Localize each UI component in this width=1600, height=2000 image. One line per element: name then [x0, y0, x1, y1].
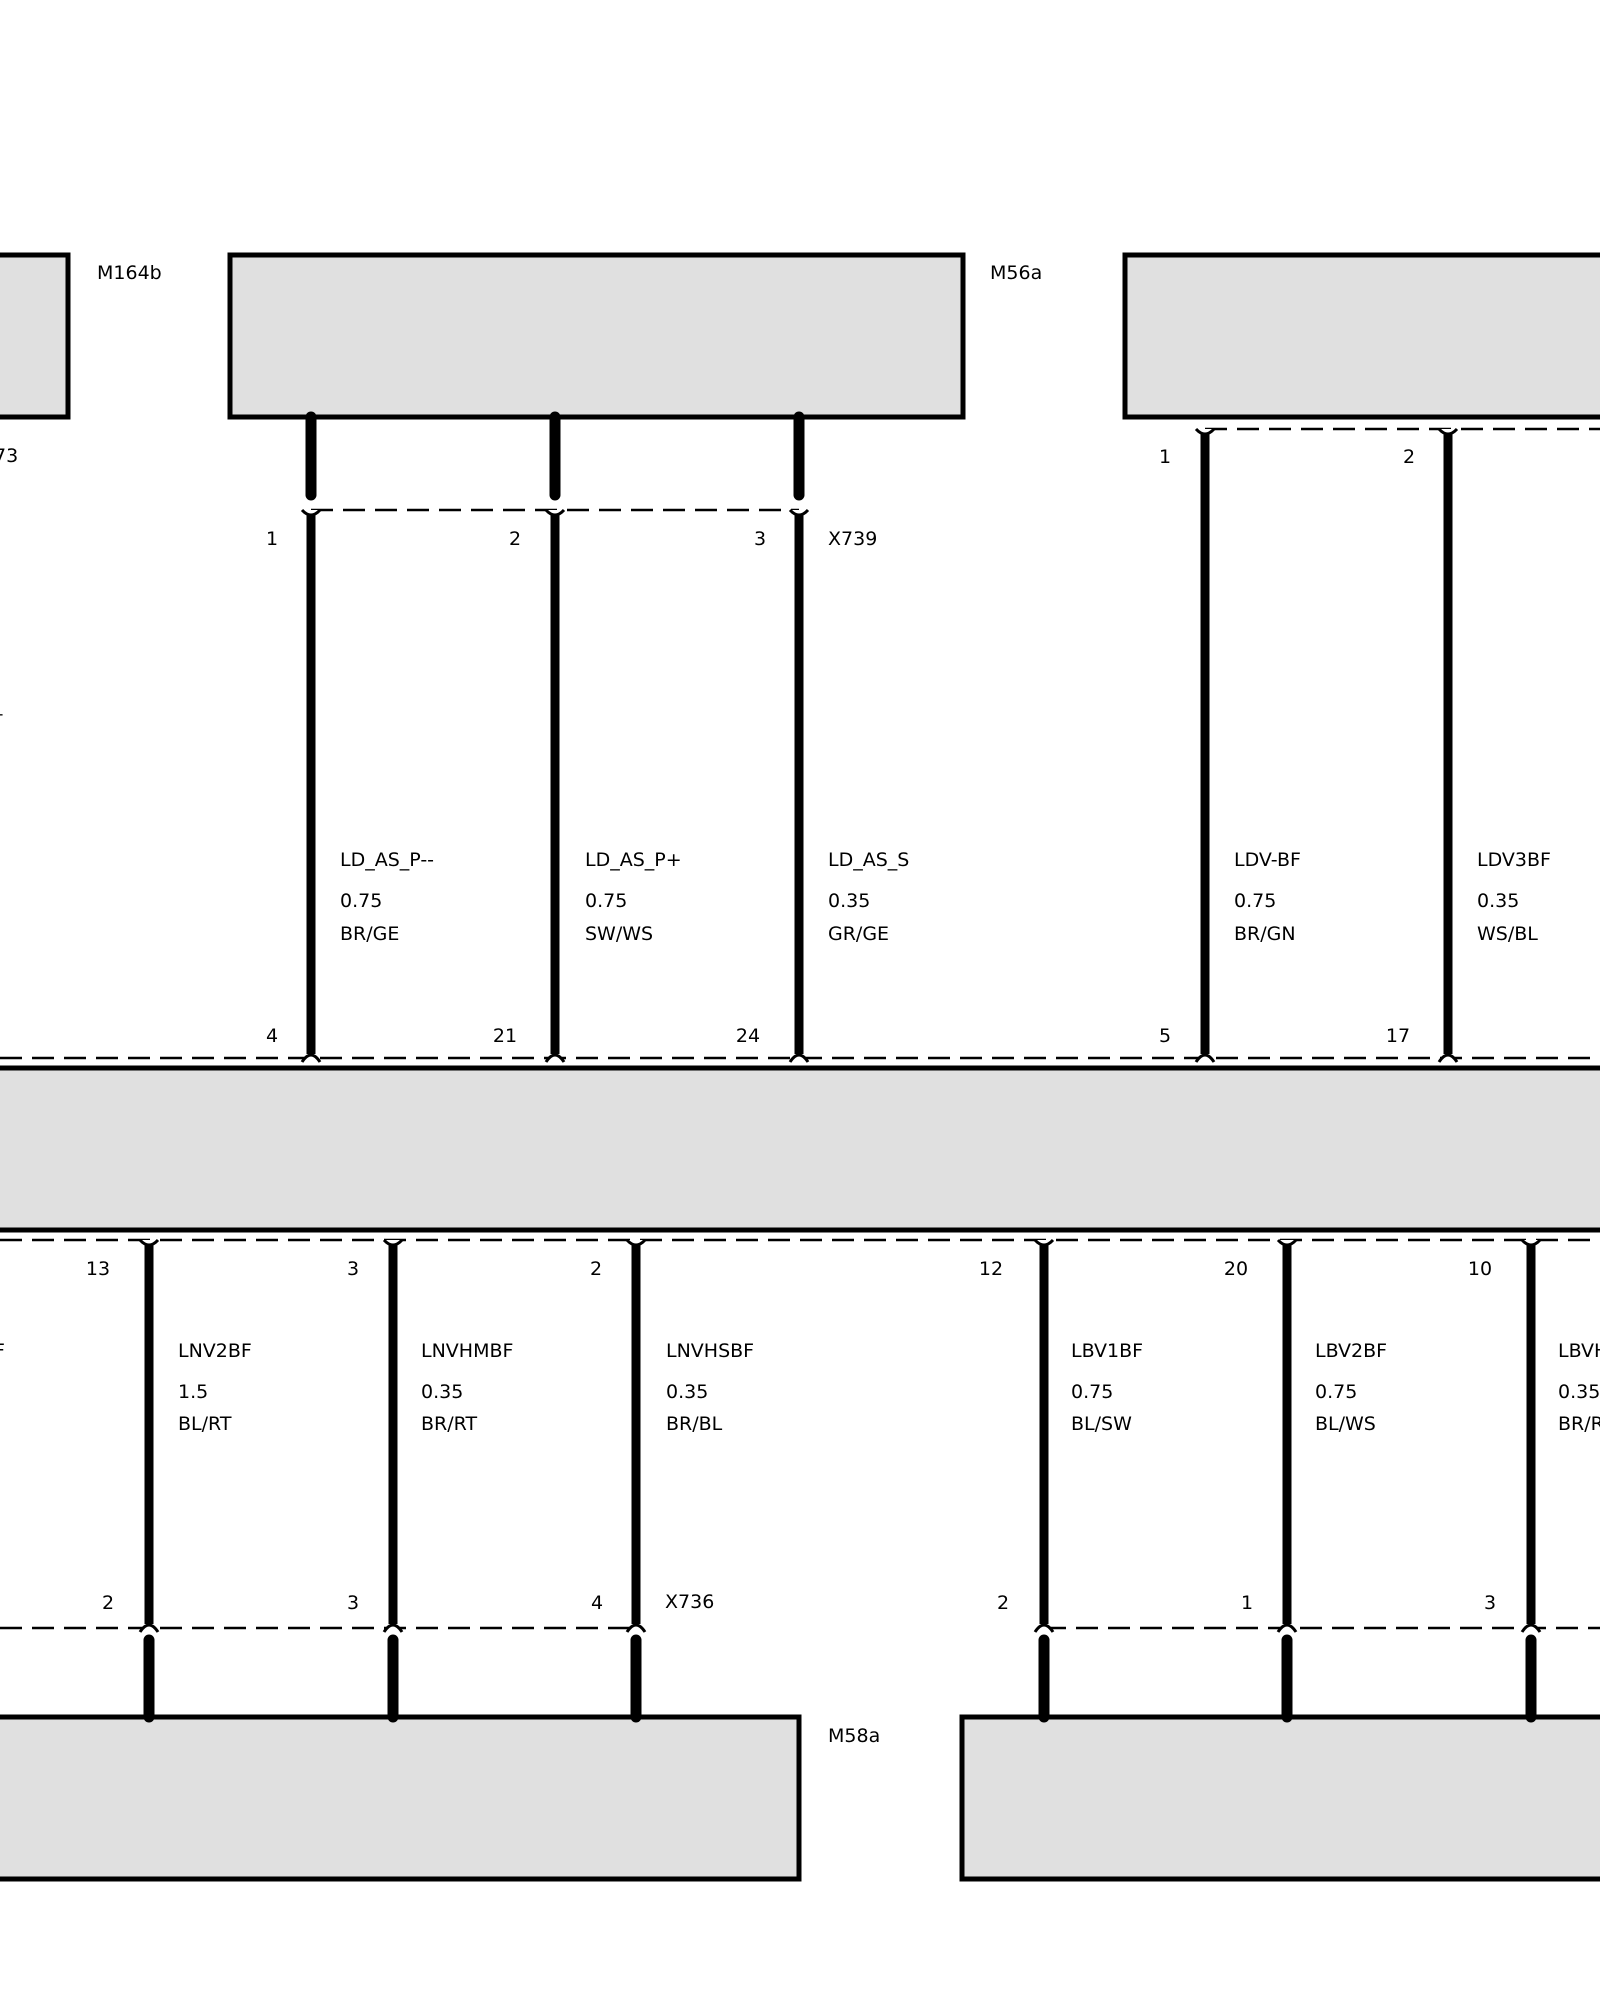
pin-bottom: 1	[1241, 1592, 1253, 1614]
component-bottom-right[interactable]	[959, 1714, 1600, 1882]
pin-bottom: 2	[997, 1592, 1009, 1614]
pin-top: 12	[979, 1258, 1003, 1280]
pin-top: 1	[1159, 446, 1171, 468]
pin-bottom: 24	[736, 1025, 760, 1047]
pin-top: 2	[509, 528, 521, 550]
wire-name: LNVHMBF	[421, 1340, 513, 1362]
wire-name: LDV-BF	[1234, 849, 1301, 871]
wire-size: 0.75	[1071, 1381, 1113, 1403]
pin-hook	[1276, 1238, 1298, 1247]
pin-hook	[300, 1053, 322, 1063]
pin-hook	[625, 1623, 647, 1633]
wire-size: 0.75	[1234, 890, 1276, 912]
label-m164b: M164b	[97, 262, 162, 284]
pin-hook	[1437, 427, 1459, 436]
pin-bottom: 2	[102, 1592, 114, 1614]
pin-hook	[382, 1623, 404, 1633]
pin-hook	[382, 1238, 404, 1247]
wire-name: LD_AS_P--	[340, 849, 434, 871]
label-partial-pin-73: 73	[0, 445, 18, 467]
pin-top: 20	[1224, 1258, 1248, 1280]
pin-hook	[625, 1238, 647, 1247]
label-partial-tick-bottom-left: F	[0, 1340, 5, 1362]
pin-hook	[1033, 1623, 1055, 1633]
wire-size: 1.5	[178, 1381, 208, 1403]
wire-size: 0.35	[828, 890, 870, 912]
wire-color: BR/RT	[421, 1413, 477, 1435]
wire-size: 0.75	[1315, 1381, 1357, 1403]
pin-top: 2	[590, 1258, 602, 1280]
pin-hook	[1437, 1053, 1459, 1063]
pin-bottom: 4	[591, 1592, 603, 1614]
pin-bottom: 4	[266, 1025, 278, 1047]
wire-size: 0.35	[1558, 1381, 1600, 1403]
component-m58a[interactable]	[0, 1714, 802, 1882]
pin-top: 2	[1403, 446, 1415, 468]
pin-top: 3	[347, 1258, 359, 1280]
wire-color: BR/GE	[340, 923, 399, 945]
pin-hook	[1520, 1623, 1542, 1633]
wire-color: GR/GE	[828, 923, 889, 945]
pin-hook	[1194, 1053, 1216, 1063]
pin-hook	[1194, 427, 1216, 436]
pin-hook	[1276, 1623, 1298, 1633]
component-control-module[interactable]	[0, 1065, 1600, 1233]
component-m164b[interactable]	[227, 252, 966, 420]
label-m56a: M56a	[990, 262, 1042, 284]
wire-name: LD_AS_P+	[585, 849, 682, 871]
wire-size: 0.35	[421, 1381, 463, 1403]
wire-color: WS/BL	[1477, 923, 1538, 945]
wire-color: BR/BL	[666, 1413, 723, 1435]
pin-hook	[544, 508, 566, 517]
wire-color: BR/GN	[1234, 923, 1296, 945]
pin-top: 1	[266, 528, 278, 550]
pin-top: 10	[1468, 1258, 1492, 1280]
wire-name: LNVHSBF	[666, 1340, 754, 1362]
pin-top: 3	[754, 528, 766, 550]
pin-top: 13	[86, 1258, 110, 1280]
wire-name: LBV2BF	[1315, 1340, 1387, 1362]
connector-x736-label: X736	[665, 1591, 714, 1613]
wire-name: LBVH	[1558, 1340, 1600, 1362]
wire-color: BL/RT	[178, 1413, 232, 1435]
wire-name: LDV3BF	[1477, 849, 1551, 871]
wire-size: 0.35	[1477, 890, 1519, 912]
pin-hook	[138, 1238, 160, 1247]
pin-hook	[788, 1053, 810, 1063]
pin-hook	[788, 508, 810, 517]
pin-hook	[544, 1053, 566, 1063]
component-top-left-partial[interactable]	[0, 252, 71, 420]
connector-x739-label: X739	[828, 528, 877, 550]
wire-name: LD_AS_S	[828, 849, 909, 871]
wire-size: 0.75	[340, 890, 382, 912]
pin-bottom: 5	[1159, 1025, 1171, 1047]
pin-bottom: 21	[493, 1025, 517, 1047]
wire-color: SW/WS	[585, 923, 653, 945]
wire-name: LNV2BF	[178, 1340, 252, 1362]
label-m58a: M58a	[828, 1725, 880, 1747]
pin-bottom: 17	[1386, 1025, 1410, 1047]
wire-size: 0.35	[666, 1381, 708, 1403]
wire-color: BR/R	[1558, 1413, 1600, 1435]
wire-size: 0.75	[585, 890, 627, 912]
wire-name: LBV1BF	[1071, 1340, 1143, 1362]
wire-color: BL/SW	[1071, 1413, 1132, 1435]
component-m56a[interactable]	[1122, 252, 1600, 420]
pin-bottom: 3	[1484, 1592, 1496, 1614]
pin-hook	[1520, 1238, 1542, 1247]
wire-color: BL/WS	[1315, 1413, 1376, 1435]
pin-hook	[300, 508, 322, 517]
pin-hook	[138, 1623, 160, 1633]
pin-bottom: 3	[347, 1592, 359, 1614]
label-partial-tick-left: –	[0, 703, 4, 725]
pin-hook	[1033, 1238, 1055, 1247]
